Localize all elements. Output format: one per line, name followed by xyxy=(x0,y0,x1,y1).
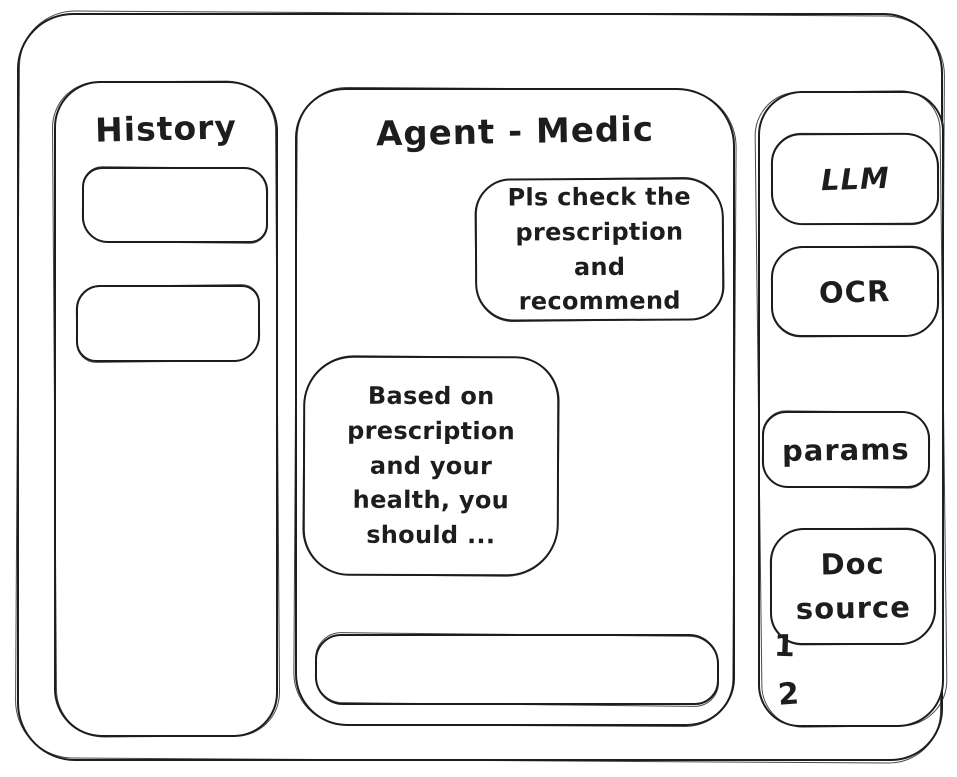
tools-panel: LLM OCR params Doc source 1 2 xyxy=(758,91,944,727)
assistant-message-text: Based on prescription and your health, y… xyxy=(347,381,516,550)
params-button-label: params xyxy=(781,431,911,468)
doc-source-item-2[interactable]: 2 xyxy=(776,676,801,713)
history-item[interactable] xyxy=(76,285,260,362)
history-item[interactable] xyxy=(82,167,268,243)
chat-input[interactable] xyxy=(317,636,717,703)
user-message-bubble: Pls check the prescription and recommend xyxy=(474,177,725,322)
llm-button[interactable]: LLM xyxy=(770,132,940,226)
ocr-button-label: OCR xyxy=(818,273,892,310)
user-message-text: Pls check the prescription and recommend xyxy=(507,182,691,316)
doc-source-item-1[interactable]: 1 xyxy=(773,628,796,665)
doc-source-button[interactable]: Doc source xyxy=(770,528,936,645)
assistant-message-bubble: Based on prescription and your health, y… xyxy=(302,355,560,577)
chat-input-box[interactable] xyxy=(315,634,719,705)
llm-button-label: LLM xyxy=(819,160,891,198)
params-button[interactable]: params xyxy=(762,411,930,488)
ocr-button[interactable]: OCR xyxy=(771,246,939,337)
app-window-frame: History Agent - Medic Pls check the pres… xyxy=(17,13,944,761)
history-title: History xyxy=(94,107,238,150)
history-panel: History xyxy=(54,81,278,737)
chat-title: Agent - Medic xyxy=(375,109,655,155)
chat-panel: Agent - Medic Pls check the prescription… xyxy=(295,88,735,726)
doc-source-button-label: Doc source xyxy=(795,546,912,626)
